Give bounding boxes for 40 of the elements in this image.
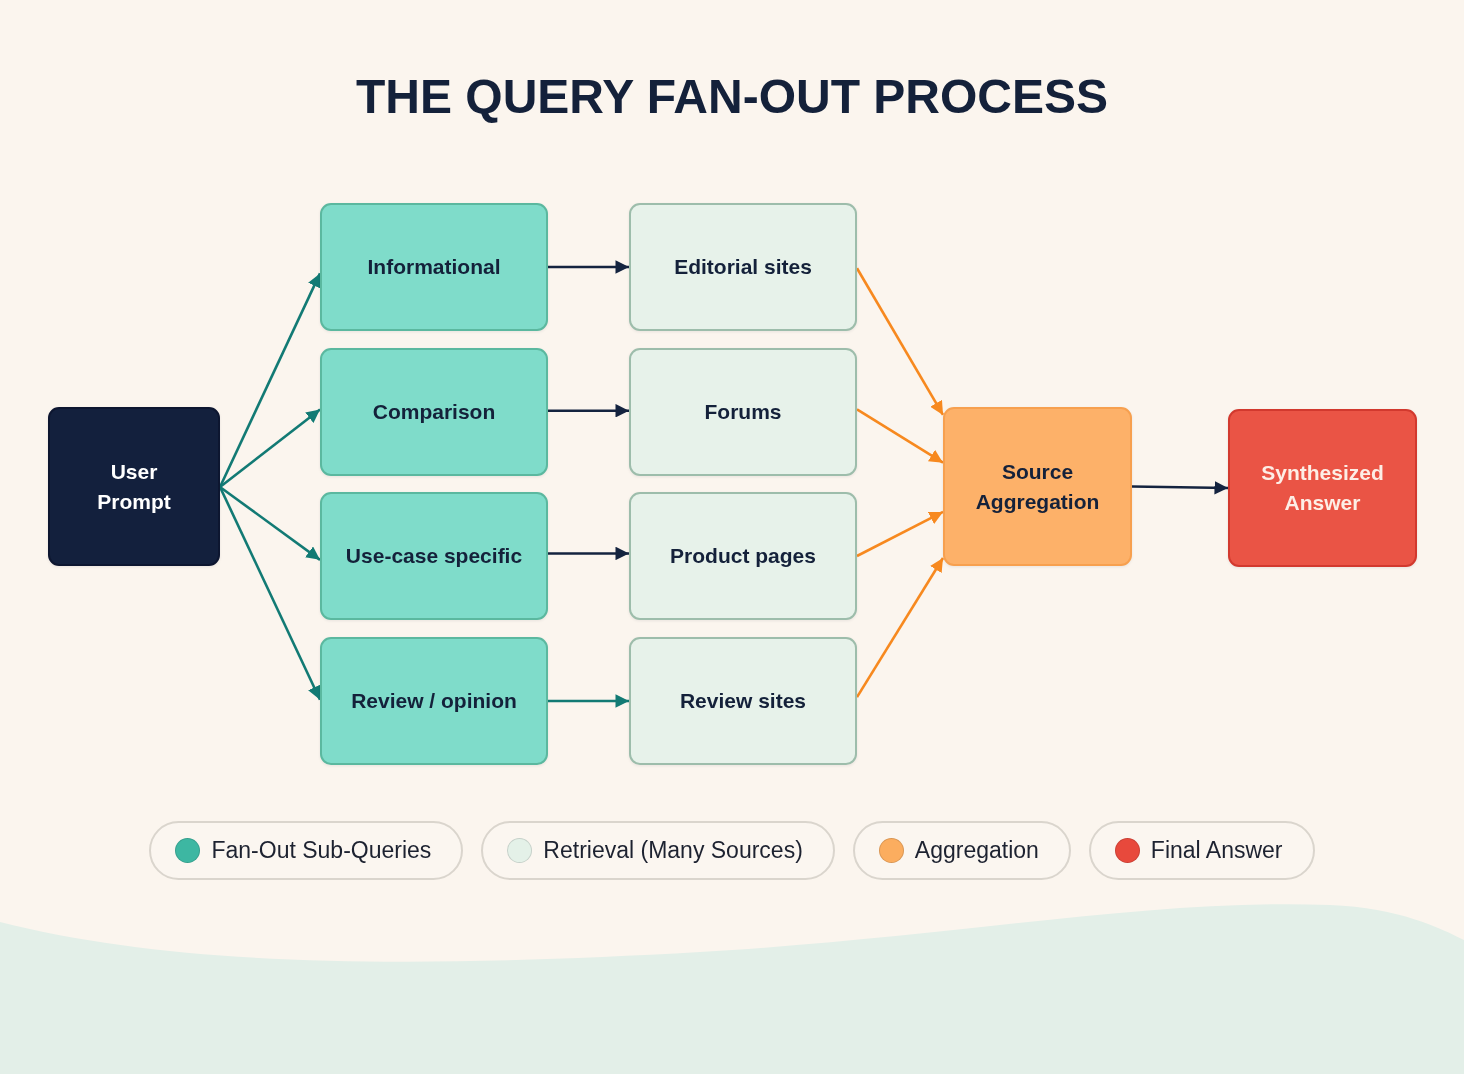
node-label: User Prompt (96, 458, 172, 515)
arrow (548, 403, 629, 418)
process-box (320, 348, 548, 476)
arrow (855, 267, 945, 416)
diagram-title: THE QUERY FAN-OUT PROCESS (354, 70, 1110, 124)
process-box (320, 637, 548, 765)
process-box (320, 203, 548, 331)
legend-label: Final Answer (1150, 837, 1283, 864)
arrow (548, 694, 629, 708)
node-label: Review / opinion (351, 688, 517, 714)
process-box (943, 407, 1132, 566)
arrow (856, 408, 944, 464)
node-label: Informational (367, 254, 501, 280)
arrow (219, 485, 321, 561)
process-box (320, 492, 548, 620)
arrow (218, 486, 322, 701)
node-label: Source Aggregation (974, 458, 1101, 515)
legend-label: Aggregation (914, 837, 1039, 864)
node-label: Use-case specific (345, 543, 523, 569)
node-label: Synthesized Answer (1260, 460, 1385, 516)
arrow (219, 408, 321, 488)
input-box (48, 407, 220, 566)
arrow (548, 260, 629, 274)
node-label: Comparison (372, 399, 496, 425)
arrow (548, 546, 629, 561)
legend-label: Retrieval (Many Sources) (543, 837, 803, 864)
source-box (629, 348, 857, 476)
node-label: Review sites (679, 688, 807, 714)
arrow (218, 272, 322, 488)
arrow (856, 510, 944, 558)
output-box (1228, 409, 1417, 567)
source-box (629, 492, 857, 620)
node-label: Forums (704, 399, 782, 425)
node-label: Editorial sites (674, 254, 812, 280)
arrow (855, 557, 945, 698)
source-box (629, 637, 857, 765)
node-label: Product pages (670, 543, 816, 569)
source-box (629, 203, 857, 331)
arrow (1131, 481, 1229, 495)
legend-label: Fan-Out Sub-Queries (211, 837, 432, 864)
